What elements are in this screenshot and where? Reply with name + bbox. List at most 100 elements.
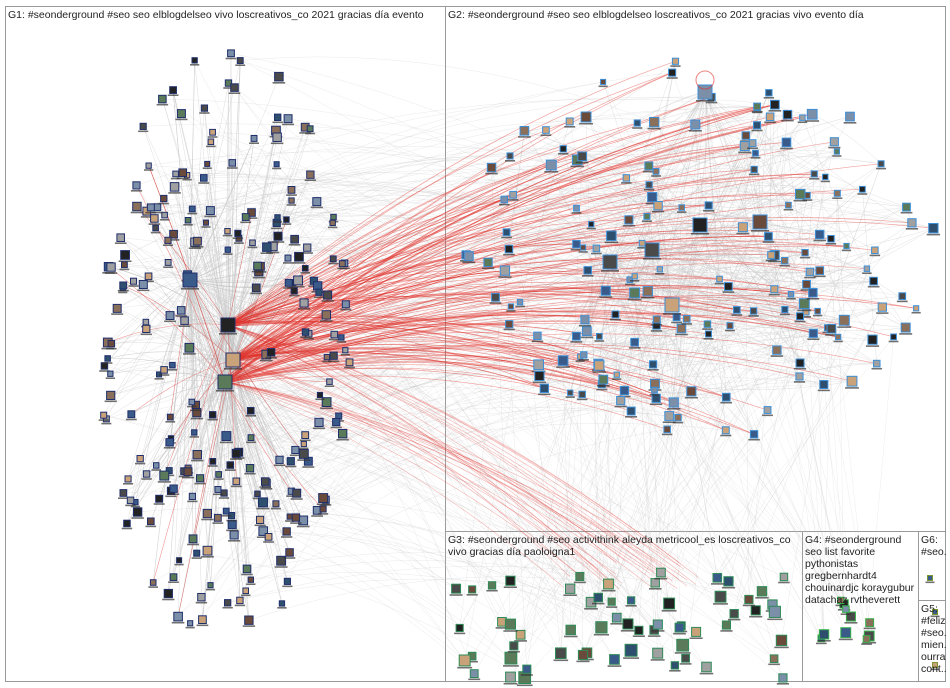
g2-node bbox=[501, 229, 512, 238]
g1-node bbox=[120, 262, 130, 270]
g2-node bbox=[503, 245, 514, 255]
g1-node bbox=[175, 558, 184, 566]
g1-node bbox=[125, 497, 135, 506]
g2-node bbox=[564, 118, 575, 128]
g2-node bbox=[805, 109, 819, 121]
g1-node bbox=[106, 340, 117, 349]
g3-node bbox=[675, 639, 691, 653]
g2-node bbox=[732, 307, 743, 316]
g2-node bbox=[780, 258, 790, 267]
g3-node bbox=[486, 582, 497, 592]
g1-node bbox=[186, 621, 195, 629]
g1-node bbox=[145, 204, 156, 214]
g1-node bbox=[229, 84, 241, 94]
g3-node bbox=[673, 623, 686, 634]
g1-node bbox=[289, 235, 301, 245]
g2-node bbox=[532, 332, 543, 342]
g2-node bbox=[809, 171, 819, 180]
g1-node bbox=[187, 493, 197, 502]
g1-node bbox=[162, 589, 174, 600]
g1-node bbox=[286, 187, 297, 196]
g1-node bbox=[154, 495, 165, 505]
g1-node bbox=[273, 114, 283, 123]
g2-node bbox=[681, 316, 692, 325]
g2-node bbox=[648, 361, 659, 371]
g1-node bbox=[223, 600, 233, 609]
g2-node bbox=[901, 203, 913, 213]
g2-node bbox=[629, 338, 641, 348]
g2-node bbox=[764, 113, 776, 123]
g2-node bbox=[800, 250, 810, 259]
g1-node bbox=[131, 182, 142, 192]
g2-node bbox=[749, 166, 759, 175]
g1-node bbox=[314, 289, 324, 298]
g2-node bbox=[866, 335, 879, 347]
g2-node bbox=[577, 391, 587, 400]
g1-node bbox=[196, 594, 207, 604]
g2-node bbox=[720, 427, 731, 437]
g1-node bbox=[277, 601, 286, 609]
g1-node bbox=[340, 301, 351, 311]
edge bbox=[104, 280, 190, 415]
g1-node bbox=[103, 356, 113, 364]
g1-node bbox=[206, 139, 216, 147]
g2-node bbox=[558, 146, 568, 155]
g2-node bbox=[844, 112, 857, 123]
g1-node bbox=[225, 462, 236, 471]
g2-hub-node bbox=[751, 215, 769, 232]
g4-node bbox=[841, 606, 852, 615]
g1-node bbox=[163, 237, 173, 246]
g1-node bbox=[158, 471, 171, 483]
g1-node bbox=[241, 588, 251, 596]
g1-node bbox=[282, 217, 291, 225]
g4-node bbox=[864, 619, 876, 629]
g1-node bbox=[240, 214, 251, 224]
g2-node bbox=[723, 283, 735, 293]
g2-hub-node bbox=[663, 298, 681, 315]
g2-node bbox=[748, 431, 759, 441]
g1-node bbox=[227, 160, 238, 169]
g1-node bbox=[148, 580, 158, 588]
g1-node bbox=[106, 371, 115, 379]
g2-node bbox=[504, 321, 515, 331]
g2-node bbox=[897, 293, 908, 302]
g3-node bbox=[778, 573, 789, 583]
g2-node bbox=[662, 426, 673, 435]
g1-node bbox=[300, 329, 310, 338]
g2-node bbox=[752, 122, 763, 132]
g1-node bbox=[190, 58, 199, 66]
g2-node bbox=[899, 323, 912, 335]
g1-node bbox=[126, 411, 137, 421]
g1-node bbox=[146, 518, 157, 527]
g2-node bbox=[870, 247, 881, 256]
g2-node bbox=[769, 286, 780, 296]
g3-node bbox=[606, 598, 617, 608]
g2-node bbox=[541, 127, 552, 136]
g2-node bbox=[889, 334, 899, 342]
g3-node bbox=[626, 597, 637, 607]
g2-hub-node bbox=[601, 255, 619, 272]
g3-node bbox=[767, 606, 782, 620]
g1-node bbox=[318, 506, 328, 515]
g2-node bbox=[579, 352, 589, 361]
g1-node bbox=[187, 535, 199, 545]
g2-node bbox=[605, 231, 618, 243]
g1-node bbox=[271, 219, 282, 229]
g1-node bbox=[201, 546, 214, 557]
g2-node bbox=[814, 267, 826, 277]
g1-node bbox=[208, 412, 218, 421]
g2-node bbox=[599, 79, 608, 87]
g1-node bbox=[226, 50, 237, 59]
g1-node bbox=[305, 171, 316, 181]
g2-node bbox=[720, 393, 732, 403]
g1-node bbox=[99, 363, 109, 372]
g2-node bbox=[794, 359, 806, 370]
g2-node bbox=[644, 182, 654, 191]
g2-node bbox=[704, 331, 714, 340]
g1-node bbox=[105, 391, 117, 402]
g1-node bbox=[119, 251, 132, 262]
g1-hub-node bbox=[224, 353, 242, 370]
g3-node bbox=[651, 648, 665, 660]
group-label-g6: G6: #seo... bbox=[921, 534, 946, 558]
g1-node bbox=[131, 508, 143, 519]
